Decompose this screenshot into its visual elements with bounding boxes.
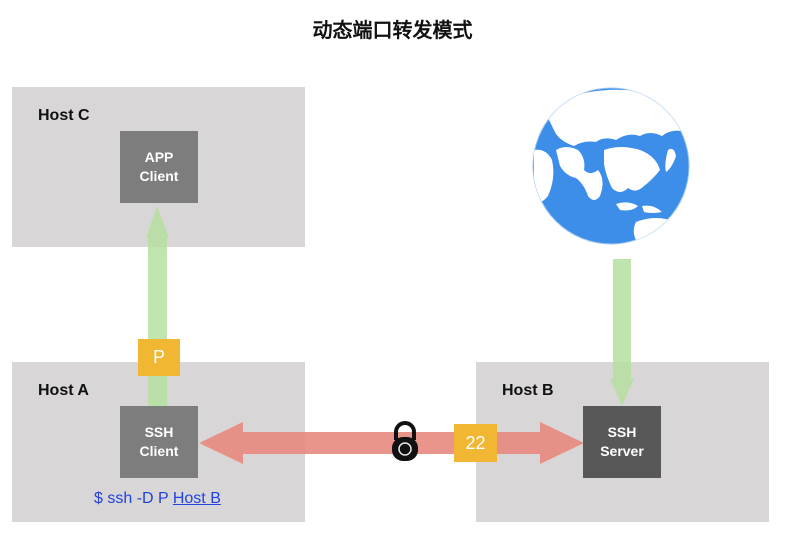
page-title: 动态端口转发模式 (312, 18, 473, 42)
host-c-label: Host C (38, 107, 90, 124)
ssh-server-line2: Server (600, 443, 644, 459)
ssh-command-host-link[interactable]: Host B (172, 490, 221, 507)
upward-green-arrow (146, 206, 169, 406)
globe-icon (532, 87, 690, 245)
host-b-label: Host B (502, 382, 554, 399)
ssh-server-line1: SSH (607, 424, 637, 440)
downward-green-arrow (610, 259, 634, 406)
app-client-line2: Client (139, 168, 179, 184)
ssh-client-node: SSH Client (120, 406, 198, 478)
ssh-client-line2: Client (139, 443, 179, 459)
port-p-badge: P (138, 339, 180, 376)
ssh-command: $ ssh -D P Host B (94, 490, 221, 508)
ssh-client-line1: SSH (144, 424, 174, 440)
ssh-tunnel-arrow (199, 422, 584, 464)
padlock-icon (392, 421, 418, 461)
port-22-badge: 22 (454, 424, 497, 462)
ssh-command-prefix: $ ssh -D P (94, 490, 173, 507)
app-client-node: APP Client (120, 131, 198, 203)
ssh-server-node: SSH Server (583, 406, 661, 478)
app-client-line1: APP (144, 149, 174, 165)
host-a-label: Host A (38, 382, 89, 399)
